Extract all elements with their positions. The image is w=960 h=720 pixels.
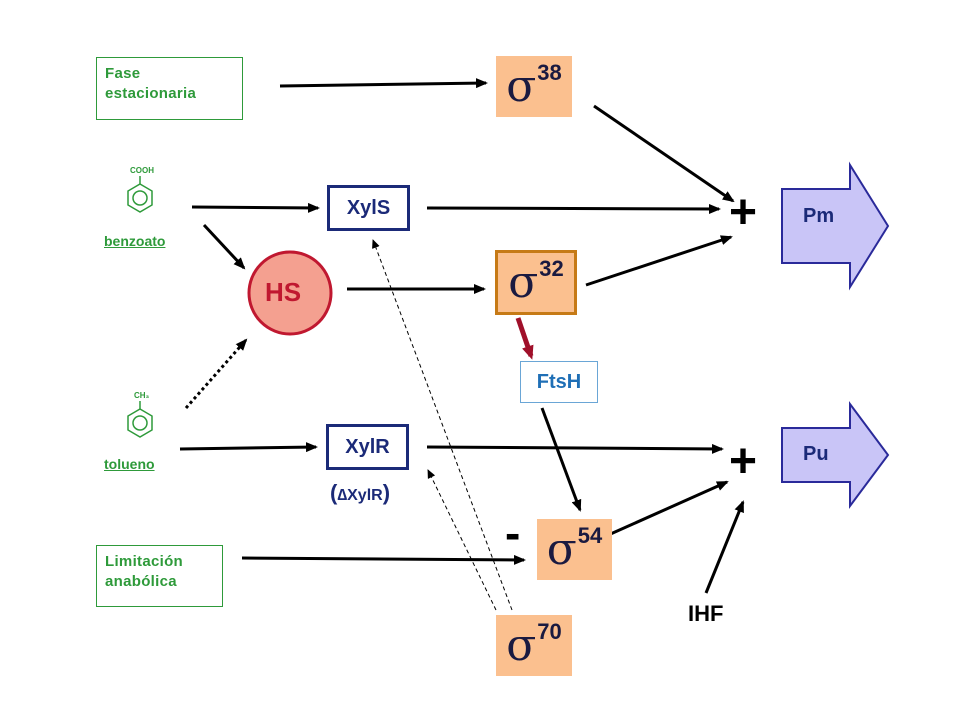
arrow-xylr-to-plus (426, 443, 724, 454)
arrow-s70-to-xyls (372, 239, 513, 611)
arrow-s38-to-plus (593, 104, 735, 203)
pu-label: Pu (803, 443, 829, 465)
sigma54-symbol: σ (546, 523, 577, 575)
arrow-xyls-to-plus (426, 203, 721, 214)
arrow-ftsh-to-s54 (540, 407, 582, 512)
arrow-s32-to-plus (585, 235, 733, 287)
xylr-label: XylR (345, 435, 390, 458)
fase-line1: Fase (105, 65, 141, 82)
sigma38-number: 38 (537, 59, 562, 85)
xyls-box: XylS (327, 185, 410, 231)
benzoato-group-label: COOH (130, 166, 154, 175)
limitacion-line2: anabólica (105, 573, 177, 590)
pm-promoter-arrow (781, 161, 890, 291)
pm-label: Pm (803, 205, 835, 227)
arrow-limitacion-to-s54 (241, 554, 526, 565)
fase-line2: estacionaria (105, 85, 197, 102)
xylr-box: XylR (326, 424, 409, 470)
benzoato-label: benzoato (104, 233, 166, 249)
delta-open-paren: ( (330, 480, 338, 505)
minus-sign: - (505, 507, 521, 559)
arrow-s32-to-ftsh (515, 317, 534, 360)
plus-sign-bottom: + (729, 435, 758, 488)
pu-promoter-arrow (781, 400, 890, 510)
sigma54-number: 54 (577, 522, 603, 548)
ftsh-box: FtsH (520, 361, 598, 403)
limitacion-line1: Limitación (105, 553, 184, 570)
hs-label: HS (265, 277, 302, 307)
tolueno-label: tolueno (104, 456, 155, 472)
delta-xylr-label: (∆XylR) (330, 480, 390, 506)
arrow-fase-to-s38 (279, 78, 488, 89)
plus-sign-top: + (729, 186, 758, 239)
hs-node (247, 250, 333, 336)
arrow-tolueno-to-xylr (179, 442, 318, 453)
arrow-s70-to-xylr (427, 469, 497, 611)
fase-estacionaria-box: Fase estacionaria (96, 57, 243, 120)
ihf-label: IHF (688, 601, 724, 626)
arrow-ihf-to-plus (704, 500, 745, 594)
sigma38-symbol: σ (506, 60, 537, 112)
benzoato-ring (127, 176, 153, 213)
delta-xylr-text: XylR (347, 487, 383, 504)
arrow-benzoato-to-hs (202, 223, 246, 270)
delta-close-paren: ) (382, 480, 391, 505)
sigma32-number: 32 (539, 255, 564, 281)
sigma32-symbol: σ (508, 256, 539, 308)
limitacion-anabolica-box: Limitación anabólica (96, 545, 223, 607)
arrow-s54-to-plus (605, 480, 729, 538)
ftsh-label: FtsH (536, 370, 582, 393)
tolueno-ring (127, 401, 153, 438)
xyls-label: XylS (346, 196, 391, 219)
sigma70-number: 70 (537, 618, 562, 644)
arrow-benzoato-to-xyls (191, 202, 320, 213)
sigma70-symbol: σ (506, 619, 537, 671)
delta-symbol: ∆ (337, 487, 348, 504)
tolueno-group-label: CH₃ (134, 391, 150, 400)
arrow-tolueno-to-hs (184, 338, 248, 409)
